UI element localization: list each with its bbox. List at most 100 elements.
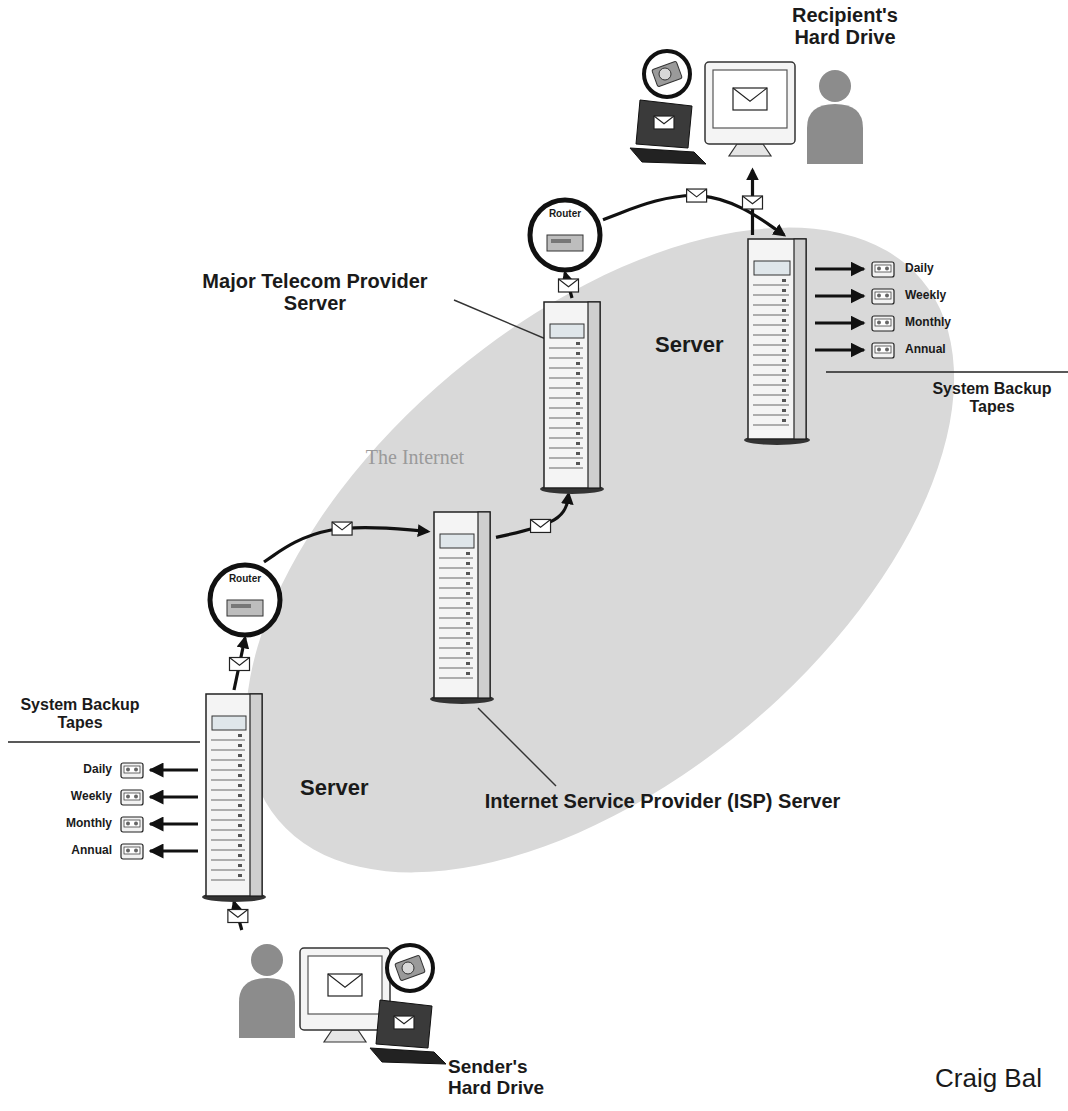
- backup-tapes-left: [8, 742, 200, 859]
- laptop: [394, 1016, 414, 1029]
- server-tower: [782, 289, 786, 292]
- server-tower: [238, 794, 242, 797]
- server-tower: [782, 359, 786, 362]
- node-label: Recipient's Hard Drive: [775, 4, 915, 49]
- server-tower: [212, 716, 246, 730]
- laptop: [370, 1000, 446, 1064]
- server-tower: [439, 638, 473, 639]
- label-holder: Server: [655, 333, 737, 358]
- hard-drive-icon: [387, 945, 433, 991]
- server-tower: [466, 652, 470, 655]
- server-tower: [238, 854, 242, 857]
- hard-drive-icon: [644, 51, 690, 97]
- server-tower: [428, 508, 496, 704]
- server-tower: [782, 379, 786, 382]
- email-envelope: [559, 279, 579, 287]
- person-silhouette: [807, 70, 863, 164]
- server-tower: [466, 622, 470, 625]
- server-tower: Server: [742, 235, 812, 445]
- server-tower: [440, 534, 474, 548]
- backup-tapes-left: [8, 741, 200, 743]
- server-tower: [753, 335, 789, 336]
- server-tower: [466, 672, 470, 675]
- laptop: [394, 1016, 414, 1024]
- server-tower: [478, 512, 490, 698]
- server-tower: [549, 428, 583, 429]
- backup-tapes-right: [872, 316, 894, 331]
- label-holder: Daily: [905, 262, 934, 275]
- server-tower: [439, 578, 473, 579]
- server-tower: [211, 740, 245, 741]
- server-tower: [753, 385, 789, 386]
- server-tower: [211, 760, 245, 761]
- hard-drive-icon: [652, 61, 683, 87]
- email-envelope: [332, 522, 352, 535]
- backup-tapes-left: [150, 823, 198, 826]
- computer-illustration: [625, 40, 875, 170]
- server-tower: [439, 658, 473, 659]
- server-tower: [211, 850, 245, 851]
- server-tower: [211, 820, 245, 821]
- server-tower: [576, 402, 580, 405]
- email-envelope: [228, 910, 248, 923]
- server-tower: [576, 352, 580, 355]
- recipient-computer: Recipient's Hard Drive: [625, 40, 875, 170]
- email-envelope: [228, 910, 248, 923]
- server-tower: [782, 399, 786, 402]
- email-envelope: [332, 522, 352, 530]
- label-holder: Annual: [40, 844, 112, 857]
- tape-label: Annual: [905, 343, 946, 356]
- server-tower: [200, 690, 268, 902]
- laptop: [370, 1048, 446, 1064]
- backup-tapes-left: [121, 817, 143, 832]
- email-envelope: [332, 522, 352, 535]
- server-tower: [466, 612, 470, 615]
- email-envelope: [687, 189, 707, 202]
- person-silhouette: [239, 944, 295, 1038]
- router-circle: [547, 235, 583, 251]
- laptop: [630, 148, 706, 164]
- router-circle: Router: [207, 562, 283, 638]
- server-tower: [439, 588, 473, 589]
- monitor: [300, 948, 390, 1030]
- server-tower: [754, 261, 790, 275]
- label-holder: Weekly: [40, 790, 112, 803]
- label-holder: Router: [527, 208, 603, 219]
- server-tower: [753, 315, 789, 316]
- node-label: Sender's Hard Drive: [448, 1056, 573, 1099]
- laptop: [636, 100, 692, 148]
- backup-tapes-right: [815, 322, 864, 325]
- server-tower: [576, 382, 580, 385]
- email-envelope: [743, 196, 763, 209]
- email-envelope: [687, 189, 707, 202]
- server-tower: [753, 375, 789, 376]
- server-tower: [576, 412, 580, 415]
- monitor: [705, 62, 795, 144]
- server-tower: [466, 592, 470, 595]
- person-silhouette: [819, 70, 851, 102]
- server-tower: [742, 235, 812, 445]
- server-tower: [439, 678, 473, 679]
- hard-drive-icon: [402, 962, 414, 974]
- server-tower: [576, 342, 580, 345]
- server-tower: [466, 572, 470, 575]
- server-tower: [538, 298, 606, 494]
- server-tower: [466, 662, 470, 665]
- server-tower: [753, 395, 789, 396]
- tape-label: Weekly: [905, 289, 946, 302]
- monitor: [729, 144, 771, 156]
- router-circle: [551, 239, 571, 243]
- server-tower: [434, 512, 490, 698]
- backup-tapes-right: [826, 371, 1068, 373]
- email-envelope: [228, 910, 248, 918]
- server-tower: [238, 874, 242, 877]
- node-label: Internet Service Provider (ISP) Server: [475, 790, 850, 812]
- server-tower: [549, 388, 583, 389]
- server-tower: [466, 642, 470, 645]
- internet-ellipse: [130, 104, 1068, 996]
- sender-computer: Sender's Hard Drive: [205, 930, 450, 1070]
- server-tower: [753, 325, 789, 326]
- server-tower: [753, 365, 789, 366]
- label-holder: Server: [300, 776, 380, 801]
